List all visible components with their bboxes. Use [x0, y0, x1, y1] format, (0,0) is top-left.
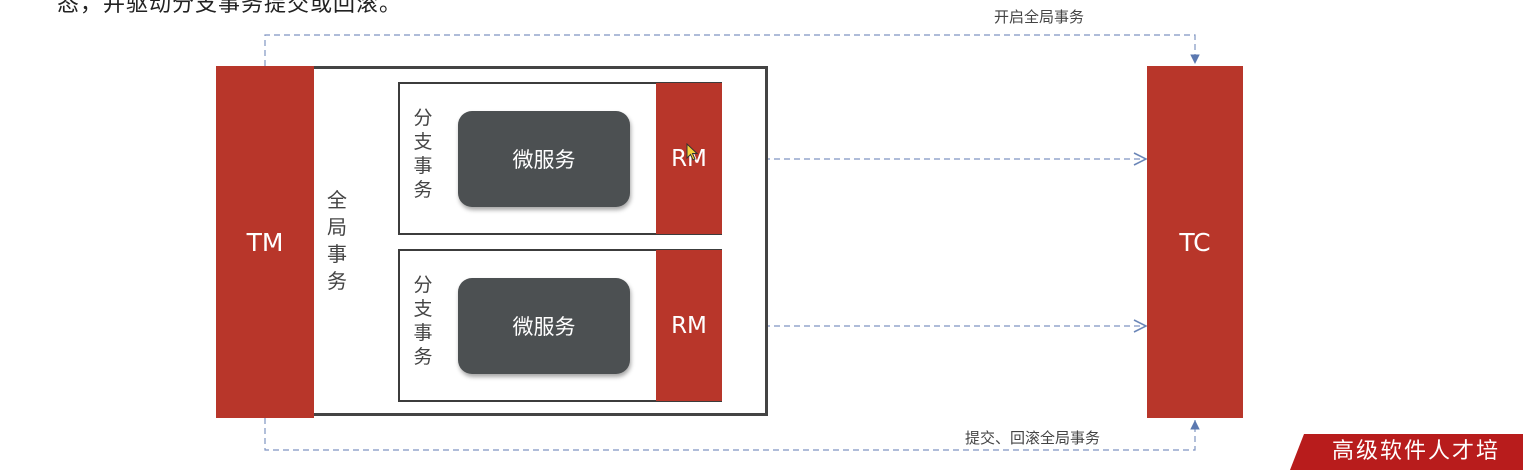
intro-text: 态，并驱动分支事务提交或回滚。 — [57, 0, 403, 17]
watermark-ribbon: 高级软件人才培 — [1290, 434, 1523, 470]
commit-rollback-arrow — [264, 418, 1200, 451]
microservice-2: 微服务 — [458, 278, 630, 374]
start-global-label: 开启全局事务 — [994, 8, 1085, 26]
mouse-cursor-icon — [686, 143, 699, 161]
branch-label-2: 分支事务 — [413, 274, 433, 368]
global-transaction-label: 全局事务 — [327, 188, 347, 293]
commit-rollback-label: 提交、回滚全局事务 — [965, 429, 1101, 447]
tc-label: TC — [1179, 227, 1211, 257]
rm-label-2: RM — [671, 312, 707, 339]
rm-block-1: RM — [656, 83, 722, 234]
branch-label-1: 分支事务 — [413, 107, 433, 201]
microservice-label-2: 微服务 — [512, 315, 576, 339]
start-global-arrow — [264, 34, 1200, 66]
tc-block: TC — [1147, 66, 1243, 418]
microservice-label-1: 微服务 — [512, 148, 576, 172]
rm-block-2: RM — [656, 250, 722, 401]
microservice-1: 微服务 — [458, 111, 630, 207]
tm-label: TM — [246, 227, 284, 257]
tm-block: TM — [216, 66, 314, 418]
